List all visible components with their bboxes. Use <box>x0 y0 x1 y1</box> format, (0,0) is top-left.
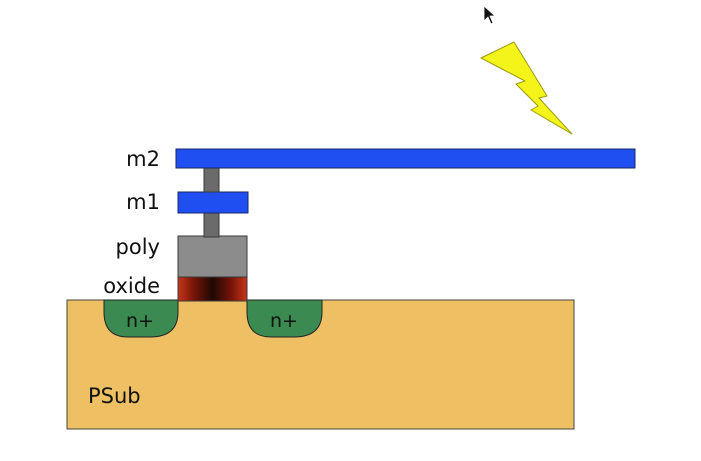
lightning-bolt-icon <box>480 41 573 135</box>
label-poly: poly <box>116 235 160 259</box>
label-n-plus-left: n+ <box>126 310 154 332</box>
label-psub: PSub <box>88 384 141 408</box>
gate-oxide <box>177 276 248 302</box>
label-m1: m1 <box>126 190 160 214</box>
mouse-cursor-icon <box>483 5 496 25</box>
label-m2: m2 <box>126 147 160 171</box>
label-n-plus-right: n+ <box>270 310 298 332</box>
n-plus-region-left <box>103 299 179 338</box>
poly-gate <box>177 235 248 278</box>
n-plus-region-right <box>246 299 323 338</box>
metal-2-layer <box>175 148 636 169</box>
label-oxide: oxide <box>103 274 160 298</box>
via-poly-m1 <box>203 212 220 238</box>
metal-1-layer <box>177 191 249 214</box>
via-m1-m2 <box>203 167 220 193</box>
